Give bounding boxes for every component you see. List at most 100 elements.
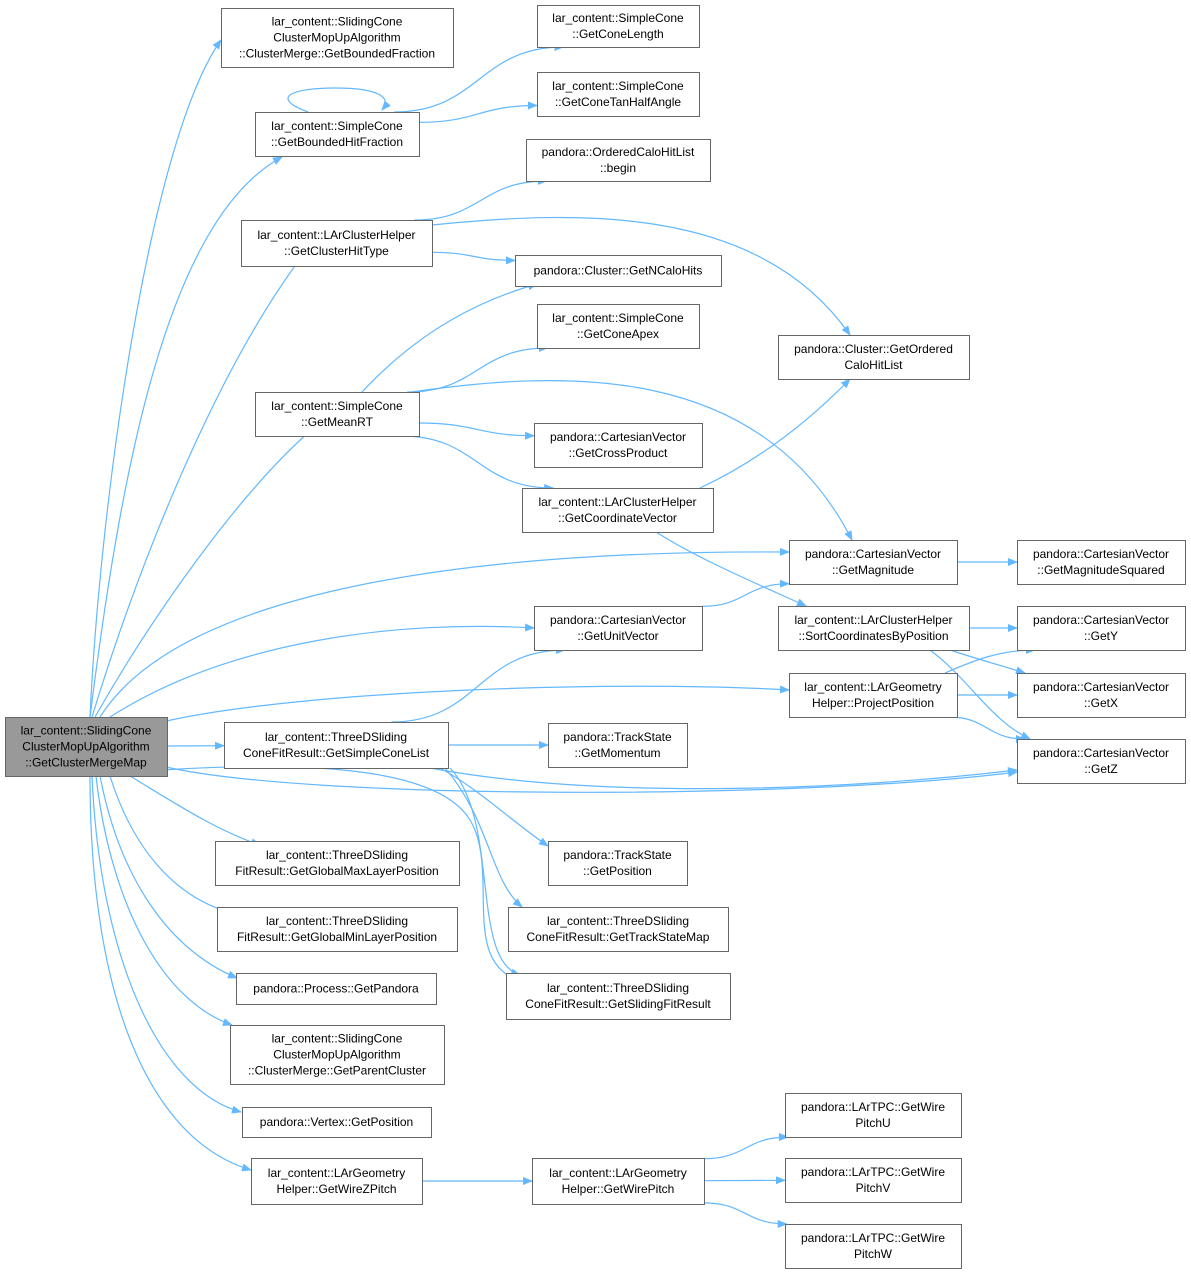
node-box[interactable]: [230, 1025, 445, 1085]
node-label-line: lar_content::LArGeometry: [549, 1166, 686, 1180]
node-box[interactable]: [534, 423, 703, 468]
node-getSlidingFitResult[interactable]: lar_content::ThreeDSlidingConeFitResult:…: [506, 973, 731, 1020]
node-getTrackStateMap[interactable]: lar_content::ThreeDSlidingConeFitResult:…: [508, 907, 729, 952]
edge-getSimpleConeList-to-getZ: [429, 767, 1018, 790]
node-label-line: ::GetClusterHitType: [284, 244, 389, 258]
node-orderedBegin[interactable]: pandora::OrderedCaloHitList::begin: [526, 139, 711, 182]
node-box[interactable]: [236, 973, 437, 1005]
node-label-line: ::ClusterMerge::GetBoundedFraction: [239, 47, 435, 61]
node-box[interactable]: [5, 717, 168, 777]
edges-layer: [89, 39, 1036, 1228]
node-box[interactable]: [217, 907, 458, 952]
node-getConeApex[interactable]: lar_content::SimpleCone::GetConeApex: [537, 304, 700, 349]
node-getZ[interactable]: pandora::CartesianVector::GetZ: [1017, 739, 1186, 784]
node-getCrossProduct[interactable]: pandora::CartesianVector::GetCrossProduc…: [534, 423, 703, 468]
node-label-line: lar_content::SimpleCone: [271, 119, 403, 133]
node-label-line: lar_content::LArClusterHelper: [257, 228, 415, 242]
node-label-line: pandora::TrackState: [563, 848, 672, 862]
node-box[interactable]: [508, 907, 729, 952]
node-box[interactable]: [778, 606, 970, 651]
node-getMomentum[interactable]: pandora::TrackState::GetMomentum: [548, 723, 688, 768]
node-box[interactable]: [241, 220, 433, 267]
node-getWirePitch[interactable]: lar_content::LArGeometryHelper::GetWireP…: [532, 1158, 705, 1205]
node-box[interactable]: [789, 540, 958, 585]
node-getCoordinateVector[interactable]: lar_content::LArClusterHelper::GetCoordi…: [522, 488, 714, 533]
node-box[interactable]: [1017, 540, 1186, 585]
edge-getMeanRT-to-getCrossProduct: [418, 422, 535, 440]
node-label-line: pandora::CartesianVector: [1033, 613, 1169, 627]
node-box[interactable]: [221, 8, 454, 68]
node-box[interactable]: [534, 606, 703, 651]
node-box[interactable]: [785, 1158, 962, 1203]
node-label-line: PitchU: [855, 1116, 890, 1130]
node-getClusterHitType[interactable]: lar_content::LArClusterHelper::GetCluste…: [241, 220, 433, 267]
edge-root-to-getMagnitude: [99, 547, 790, 718]
node-root[interactable]: lar_content::SlidingConeClusterMopUpAlgo…: [5, 717, 168, 777]
node-getMeanRT[interactable]: lar_content::SimpleCone::GetMeanRT: [255, 392, 420, 437]
node-label-line: Helper::GetWireZPitch: [276, 1182, 396, 1196]
node-getX[interactable]: pandora::CartesianVector::GetX: [1017, 673, 1186, 718]
node-box[interactable]: [255, 392, 420, 437]
node-box[interactable]: [224, 722, 449, 769]
node-label-line: lar_content::SimpleCone: [552, 11, 684, 25]
node-label-line: ConeFitResult::GetSlidingFitResult: [525, 997, 711, 1011]
edge-root-to-getUnitVector: [109, 623, 535, 718]
node-getBoundedFraction[interactable]: lar_content::SlidingConeClusterMopUpAlgo…: [221, 8, 454, 68]
node-label-line: PitchV: [856, 1181, 891, 1195]
node-box[interactable]: [785, 1224, 962, 1269]
node-box[interactable]: [537, 5, 700, 48]
node-getMagnitudeSquared[interactable]: pandora::CartesianVector::GetMagnitudeSq…: [1017, 540, 1186, 585]
node-box[interactable]: [537, 304, 700, 349]
node-box[interactable]: [526, 139, 711, 182]
node-label-line: ::GetMagnitudeSquared: [1037, 563, 1164, 577]
node-box[interactable]: [789, 673, 958, 718]
node-box[interactable]: [548, 841, 688, 886]
edge-getSimpleConeList-to-getUnitVector: [391, 646, 566, 723]
node-getY[interactable]: pandora::CartesianVector::GetY: [1017, 606, 1186, 651]
node-getGlobalMax[interactable]: lar_content::ThreeDSlidingFitResult::Get…: [215, 841, 460, 886]
node-box[interactable]: [506, 973, 731, 1020]
node-getNCaloHits[interactable]: pandora::Cluster::GetNCaloHits: [515, 255, 722, 287]
node-box[interactable]: [537, 72, 700, 117]
node-box[interactable]: [251, 1158, 423, 1205]
node-getSimpleConeList[interactable]: lar_content::ThreeDSlidingConeFitResult:…: [224, 722, 449, 769]
node-label-line: lar_content::SlidingCone: [21, 724, 152, 738]
node-label-line: ClusterMopUpAlgorithm: [273, 1048, 400, 1062]
node-box[interactable]: [242, 1107, 432, 1138]
node-box[interactable]: [532, 1158, 705, 1205]
node-getConeLength[interactable]: lar_content::SimpleCone::GetConeLength: [537, 5, 700, 48]
node-box[interactable]: [548, 723, 688, 768]
node-getConeTanHalfAngle[interactable]: lar_content::SimpleCone::GetConeTanHalfA…: [537, 72, 700, 117]
node-box[interactable]: [522, 488, 714, 533]
node-box[interactable]: [785, 1093, 962, 1138]
edge-getCoordinateVector-to-sortCoordinates: [655, 531, 807, 607]
node-label-line: pandora::CartesianVector: [805, 547, 941, 561]
node-box[interactable]: [1017, 673, 1186, 718]
node-box[interactable]: [255, 112, 420, 157]
node-projectPosition[interactable]: lar_content::LArGeometryHelper::ProjectP…: [789, 673, 958, 718]
node-getWireZPitch[interactable]: lar_content::LArGeometryHelper::GetWireZ…: [251, 1158, 423, 1205]
node-label-line: ConeFitResult::GetTrackStateMap: [527, 930, 710, 944]
edge-getSimpleConeList-to-getTrackStateMap: [444, 767, 523, 908]
node-box[interactable]: [778, 335, 970, 380]
node-getParentCluster[interactable]: lar_content::SlidingConeClusterMopUpAlgo…: [230, 1025, 445, 1085]
node-getUnitVector[interactable]: pandora::CartesianVector::GetUnitVector: [534, 606, 703, 651]
node-getPandora[interactable]: pandora::Process::GetPandora: [236, 973, 437, 1005]
node-box[interactable]: [515, 255, 722, 287]
node-trackStatePosition[interactable]: pandora::TrackState::GetPosition: [548, 841, 688, 886]
node-box[interactable]: [215, 841, 460, 886]
edge-root-to-getParentCluster: [95, 775, 233, 1026]
node-sortCoordinates[interactable]: lar_content::LArClusterHelper::SortCoord…: [778, 606, 970, 651]
node-vertexPosition[interactable]: pandora::Vertex::GetPosition: [242, 1107, 432, 1138]
node-box[interactable]: [1017, 606, 1186, 651]
node-getGlobalMin[interactable]: lar_content::ThreeDSlidingFitResult::Get…: [217, 907, 458, 952]
node-label-line: pandora::CartesianVector: [1033, 680, 1169, 694]
node-box[interactable]: [1017, 739, 1186, 784]
node-getBoundedHitFraction[interactable]: lar_content::SimpleCone::GetBoundedHitFr…: [255, 112, 420, 157]
node-label-line: ::GetCrossProduct: [569, 446, 668, 460]
node-getMagnitude[interactable]: pandora::CartesianVector::GetMagnitude: [789, 540, 958, 585]
